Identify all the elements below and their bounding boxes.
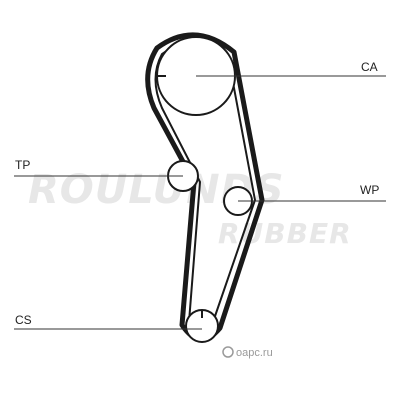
watermark-subbrand: RUBBER [218, 217, 352, 250]
crankshaft-pulley [185, 309, 219, 343]
leader-lines [14, 75, 386, 330]
source-text: oapc.ru [236, 347, 273, 359]
label-cs: CS [15, 313, 32, 327]
source-mark: oapc.ru [222, 346, 273, 359]
label-wp: WP [360, 183, 379, 197]
crankshaft-pulley-circle [185, 309, 219, 343]
label-ca: CA [361, 60, 378, 74]
label-tp: TP [15, 158, 30, 172]
source-logo-icon [222, 346, 234, 358]
